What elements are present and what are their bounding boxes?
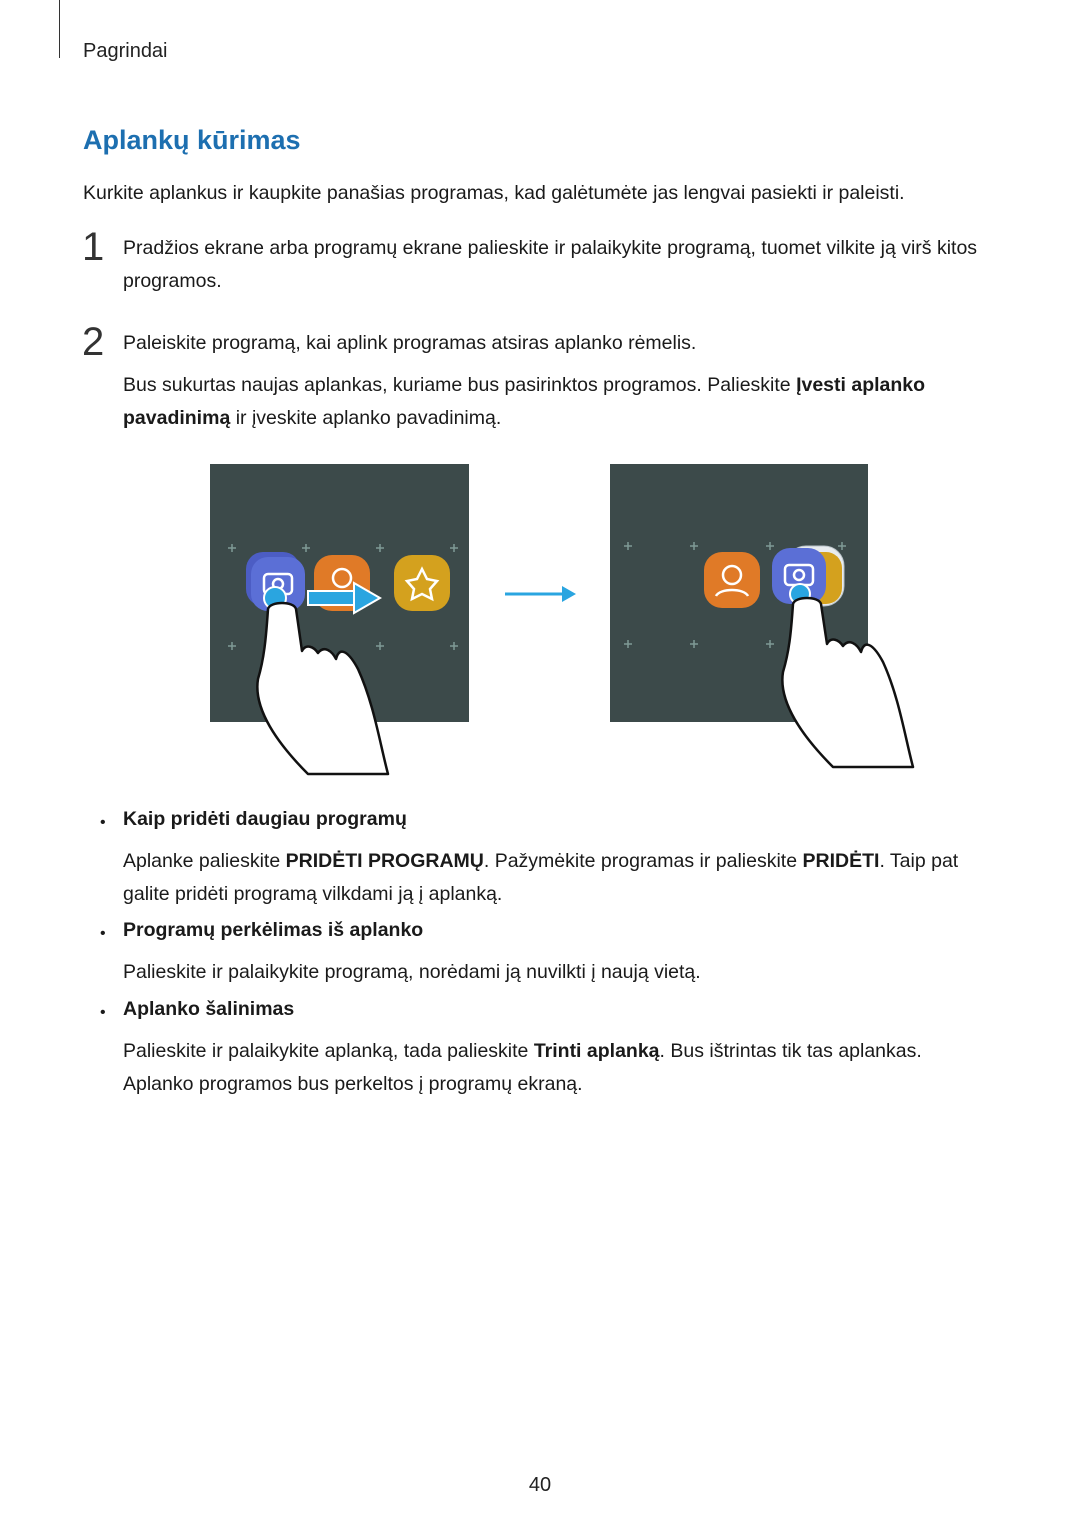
drag-arrow-icon: [307, 581, 383, 615]
hand-pointer-icon-after: [781, 583, 915, 769]
bullet-heading-move-apps: Programų perkėlimas iš aplanko: [123, 919, 424, 941]
step-number-1: 1: [82, 225, 105, 269]
bullet-text-move-apps: Palieskite ir palaikykite programą, norė…: [123, 961, 701, 983]
grid-markers-right: [624, 542, 846, 648]
bullet-heading-add-apps: Kaip pridėti daugiau programų: [123, 808, 407, 830]
grid-markers-left: [228, 544, 458, 650]
bullet-text-add-apps: Aplanke palieskite PRIDĖTI PROGRAMŲ. Paž…: [123, 850, 959, 905]
transition-arrow-icon: [505, 586, 576, 602]
folder-icon: [772, 545, 845, 607]
step-2-detail-bold: Įvesti aplanko pavadinimą: [123, 374, 926, 429]
step-2-text: Paleiskite programą, kai aplink programa…: [123, 332, 697, 354]
contacts-app-icon-after: [704, 552, 760, 608]
bullet-text-delete-folder: Palieskite ir palaikykite aplanką, tada …: [123, 1040, 922, 1095]
step-2-detail-pre: Bus sukurtas naujas aplankas, kuriame bu…: [123, 374, 797, 396]
step-2-detail: Bus sukurtas naujas aplankas, kuriame bu…: [123, 369, 993, 435]
folder-creation-illustration: [210, 464, 915, 776]
step-1-text: Pradžios ekrane arba programų ekrane pal…: [123, 237, 978, 292]
hand-pointer-icon: [256, 586, 390, 776]
step-number-2: 2: [82, 320, 105, 364]
step-2-detail-post: ir įveskite aplanko pavadinimą.: [230, 407, 502, 429]
bullet-heading-delete-folder: Aplanko šalinimas: [123, 998, 295, 1020]
bullet-marker: •: [100, 1004, 106, 1021]
gallery-app-icon: [394, 555, 450, 611]
page-number: 40: [528, 1474, 552, 1496]
bullet-marker: •: [100, 925, 106, 942]
section-label: Pagrindai: [83, 40, 168, 62]
header-rule: [59, 0, 60, 58]
intro-text: Kurkite aplankus ir kaupkite panašias pr…: [83, 182, 905, 204]
page-title: Aplankų kūrimas: [83, 125, 301, 155]
bullet-marker: •: [100, 814, 106, 831]
